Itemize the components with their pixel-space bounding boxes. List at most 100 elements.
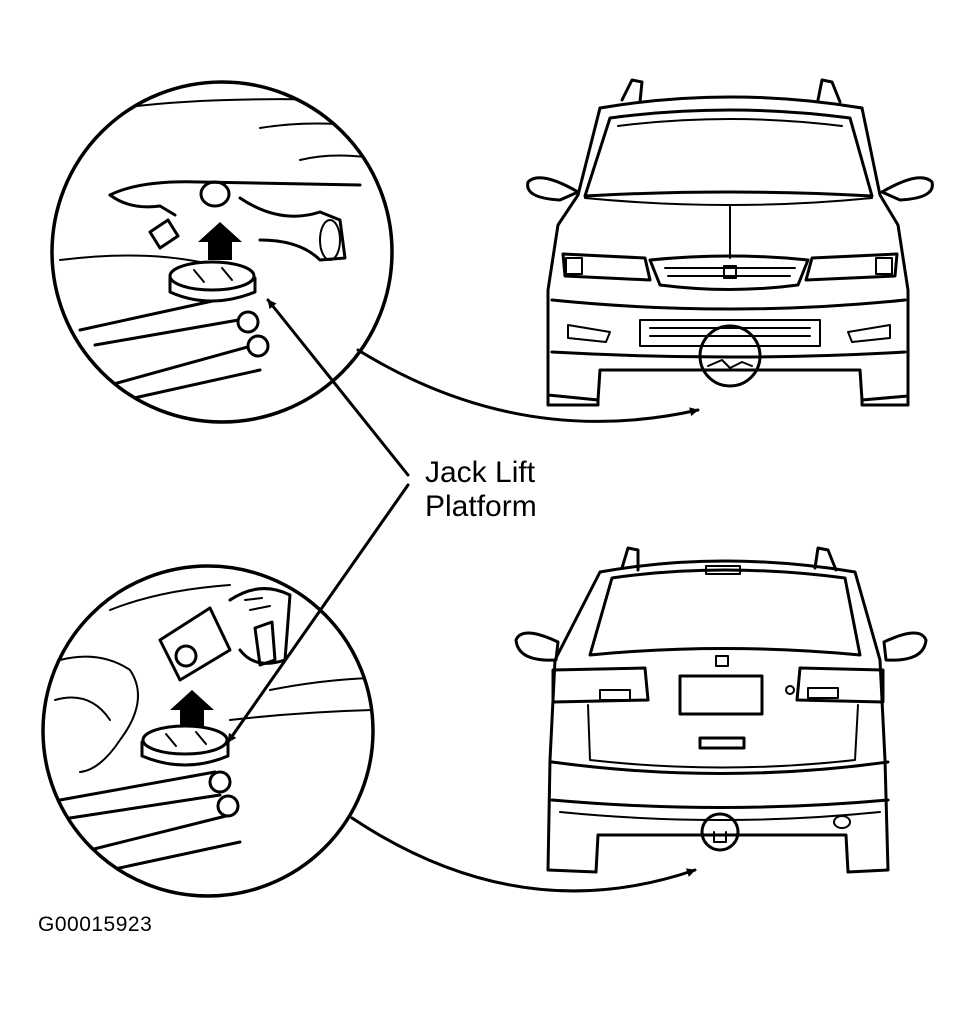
top-bolt-hole [199,180,231,208]
rear-roof-rail-left [620,546,640,572]
vehicle-front-view [526,78,934,407]
front-jack-point-highlight [698,324,762,388]
bottom-floor-line-1 [229,709,373,721]
top-detail-view [50,80,394,424]
top-underbody-line-2 [259,122,391,131]
bottom-detail-view [41,564,375,898]
rear-roof-rail-right [813,546,838,572]
front-roof-rail-left [620,78,644,104]
bottom-lift-arrow-icon [170,690,214,726]
rear-callout-arrow [350,816,697,893]
front-body [546,106,910,402]
bottom-lift-rail-1 [58,770,217,802]
callout-label-line-1: Jack Lift [425,456,536,489]
rear-jack-point-detail [713,831,727,843]
top-exhaust-pipe [238,196,347,262]
bottom-lift-rail-3 [88,813,232,852]
front-bumper-bottom [550,350,907,359]
rear-window [588,568,862,657]
bottom-detail-circle [41,564,375,898]
front-tire-right [860,394,910,407]
rear-reflector-right [807,687,839,699]
rear-taillight-left [551,666,650,704]
top-lift-rail-3 [108,343,257,387]
bottom-suspension-member [228,587,292,665]
top-lift-rail-4 [123,368,262,402]
front-mirror-right [880,176,934,202]
front-headlight-left [561,252,652,282]
top-underbody-line-3 [299,154,392,163]
bottom-panel-curve [59,655,139,773]
rear-brake-light [705,565,741,575]
rear-exhaust [833,815,851,829]
leader-line-top-platform [266,298,410,477]
rear-taillight-right [795,666,885,704]
rear-jack-point-highlight [700,812,740,852]
bottom-panel-line-2 [54,696,111,721]
top-lift-rail-2 [93,316,252,347]
front-callout-arrow [356,348,700,423]
top-rail-end-2 [246,334,270,358]
front-roof-rail-right [816,78,842,104]
front-vent-left [567,324,611,343]
front-grille-slats [664,267,796,277]
top-underbody-line-1 [59,98,341,121]
callout-label-line-2: Platform [425,490,537,523]
top-pipe-end [319,219,341,261]
rear-emblem [715,655,729,667]
vehicle-rear-view [514,546,928,874]
rear-lock [785,685,795,695]
front-foglamp-right [875,257,893,275]
bottom-bracket-hole [174,644,198,668]
front-foglamp-left [565,257,583,275]
front-emblem [723,265,737,279]
top-flange-lip [108,193,177,217]
bottom-lift-rail-4 [108,840,242,872]
top-lift-arrow-icon [198,222,242,260]
front-jack-point-detail [707,359,753,369]
bottom-clip [253,620,277,667]
front-grille [648,254,810,291]
front-tire-left [546,393,600,407]
bottom-platform-notches [165,731,207,747]
top-sill-flange [108,180,362,197]
rear-mirror-right [882,631,928,662]
bottom-rail-end-1 [208,770,232,794]
rear-mirror-left [514,631,560,662]
front-mirror-left [526,176,580,202]
top-rail-end-1 [236,310,260,334]
front-windshield-edge [617,118,843,127]
rear-handle [698,736,746,750]
front-intake-slats [649,327,811,337]
rear-tailgate [587,704,859,769]
top-bracket [148,218,180,250]
rear-bumper-bottom [550,798,890,809]
front-roof [598,95,864,110]
front-lower-intake [639,319,821,347]
rear-body [546,559,890,874]
top-detail-circle [50,80,394,424]
front-hood-line [584,197,873,206]
rear-bumper-top [550,760,890,775]
front-windshield [583,108,874,198]
rear-reflector-left [599,689,631,701]
bottom-panel-line-1 [109,584,231,611]
rear-license-plate [678,674,764,716]
top-panel-edge [59,254,201,263]
bottom-member-detail [244,597,271,611]
bottom-bracket [158,606,232,682]
bottom-floor-line-2 [269,677,371,691]
callout-label-jack-lift-platform: Jack Lift Platform [425,456,625,524]
leader-line-bottom-platform [226,483,410,744]
figure-id: G00015923 [38,913,153,936]
bottom-jack-platform-face [141,724,229,756]
bottom-lift-rail-2 [68,793,222,820]
top-jack-platform-face [168,260,256,292]
front-headlight-right [804,252,899,282]
bottom-rail-end-2 [216,794,240,818]
front-bumper-top [550,298,907,311]
top-platform-notches [193,267,233,283]
front-vent-right [847,324,891,343]
